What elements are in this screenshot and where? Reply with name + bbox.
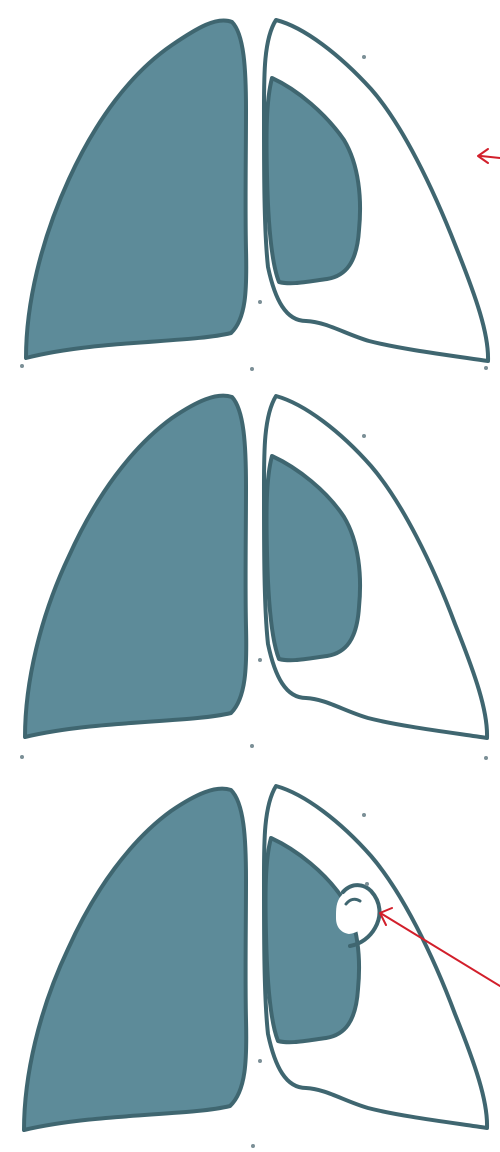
left-lung-shape [24,789,246,1130]
scale-dot [251,1144,255,1148]
scale-dot [258,1059,262,1063]
scale-dot [365,882,369,886]
scale-dot [250,367,254,371]
scale-dot [258,658,262,662]
left-lung-shape [26,20,246,358]
scale-dot [20,364,24,368]
scale-dot [258,300,262,304]
bottom-panel [0,768,500,1152]
scale-dot [362,55,366,59]
scale-dot [484,756,488,760]
left-lung-shape [25,396,246,737]
scale-dot [484,366,488,370]
scale-dot [20,755,24,759]
scale-dot [362,813,366,817]
scale-dot [362,434,366,438]
middle-lung-diagram [0,384,500,768]
middle-panel [0,384,500,768]
top-red-arrow [481,156,500,158]
top-lung-diagram [0,0,500,384]
top-panel [0,0,500,384]
scale-dot [250,744,254,748]
bottom-lung-diagram [0,768,500,1152]
